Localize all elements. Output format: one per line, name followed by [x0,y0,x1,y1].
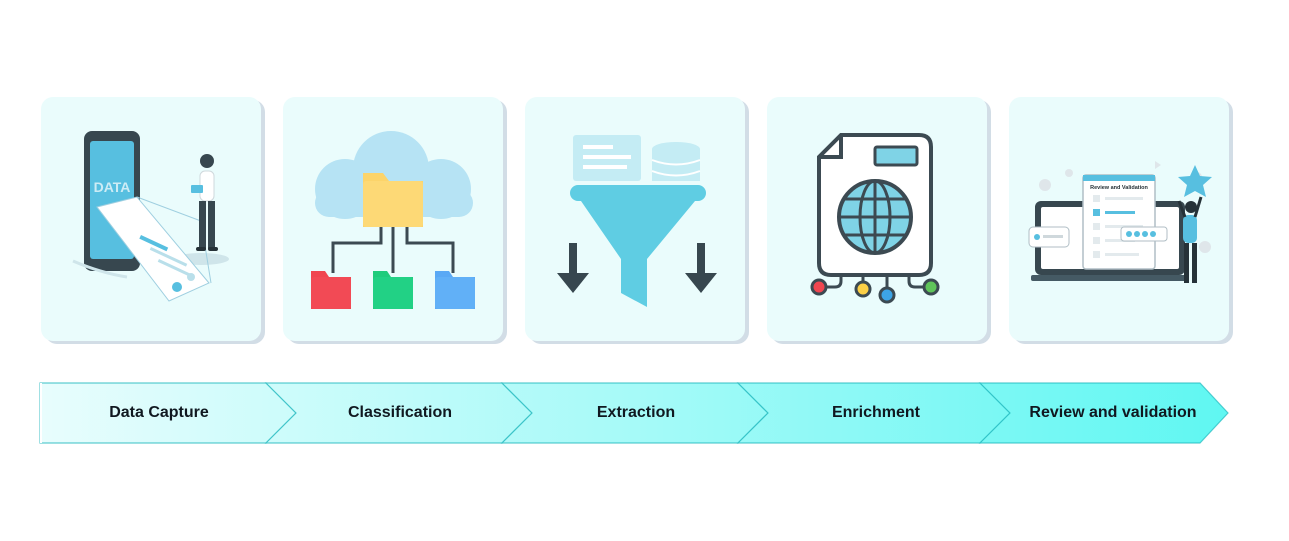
step-label-enrichment: Enrichment [758,400,994,426]
step-label-review-validation: Review and validation [996,400,1230,426]
step-label-extraction: Extraction [520,400,752,426]
step-label-data-capture: Data Capture [45,400,273,426]
step-label-classification: Classification [284,400,516,426]
